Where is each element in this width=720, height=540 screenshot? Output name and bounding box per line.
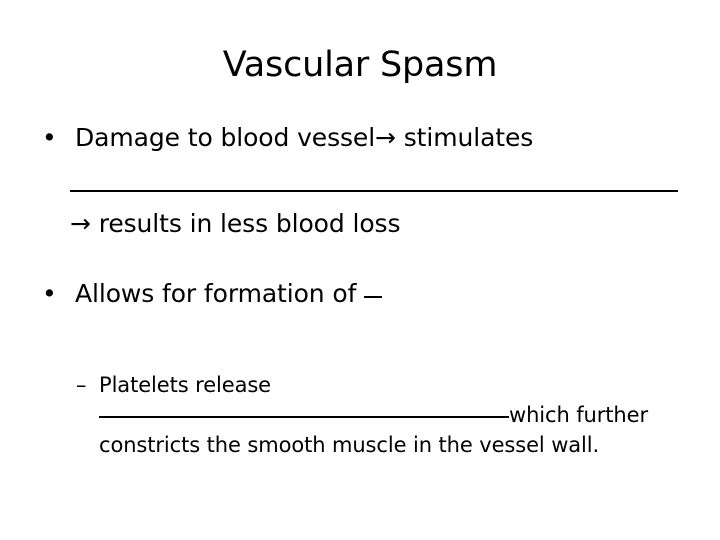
page-title: Vascular Spasm	[222, 45, 498, 85]
bullet-text-constricts: constricts the smooth muscle in the vess…	[99, 433, 600, 457]
spacer	[0, 242, 720, 276]
bullet-text-platelets: Platelets release	[99, 373, 272, 397]
sub-list-item: – Platelets release	[0, 370, 720, 400]
continuation-which-further: which further	[0, 400, 720, 430]
bullet-marker-icon: •	[42, 123, 57, 152]
continuation-constricts: constricts the smooth muscle in the vess…	[0, 430, 720, 460]
bullet-marker-icon: •	[42, 279, 57, 308]
spacer	[0, 312, 720, 370]
dash-marker-icon: –	[76, 373, 87, 397]
spacer	[0, 156, 720, 170]
bullet-text-results: → results in less blood loss	[70, 209, 401, 238]
blank-line-row	[0, 170, 720, 206]
list-item: • Damage to blood vessel→ stimulates	[0, 120, 720, 156]
list-item: • Allows for formation of	[0, 276, 720, 312]
continuation-results: → results in less blood loss	[0, 206, 720, 242]
slide-body: • Damage to blood vessel→ stimulates → r…	[0, 120, 720, 460]
fill-in-blank-short[interactable]	[364, 286, 383, 298]
bullet-text-damage: Damage to blood vessel→ stimulates	[75, 123, 534, 152]
bullet-text-allows: Allows for formation of	[75, 279, 365, 308]
bullet-text-which-further: which further	[509, 403, 648, 427]
fill-in-blank-long[interactable]	[70, 176, 678, 192]
fill-in-blank-medium[interactable]	[99, 404, 509, 418]
